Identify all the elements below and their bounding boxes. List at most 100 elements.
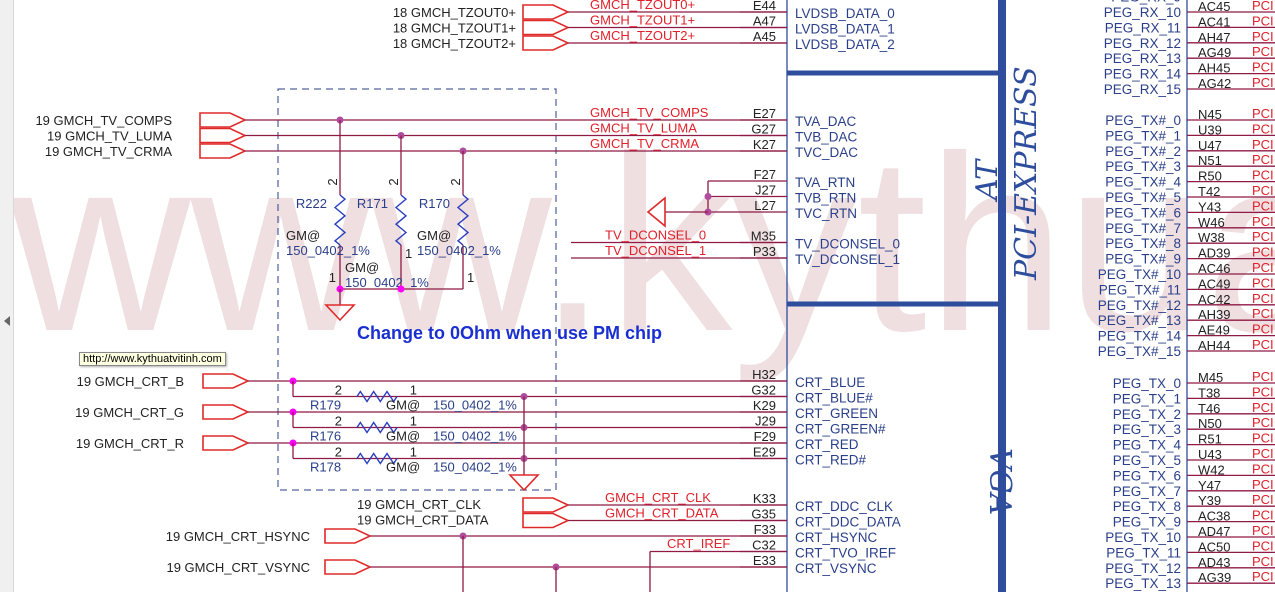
- offpage-label: 19 GMCH_TV_CRMA: [45, 144, 172, 159]
- net-label: PCI: [1252, 415, 1274, 430]
- peg-signal-name: PEG_TX#_9: [1105, 252, 1181, 267]
- peg-signal-name: PEG_TX#_13: [1098, 313, 1181, 328]
- resistor-variant: GM@: [417, 228, 451, 243]
- net-label: PCI: [1252, 523, 1274, 538]
- dashed-region: [277, 88, 557, 491]
- peg-signal-name: PEG_TX_4: [1113, 438, 1182, 453]
- net-label: PCI: [1252, 229, 1274, 244]
- net-label: PCI: [1252, 306, 1274, 321]
- peg-signal-name: PEG_TX#_14: [1098, 329, 1182, 344]
- peg-signal-name: PEG_TX#_11: [1099, 282, 1181, 297]
- pin-number: F33: [754, 522, 776, 537]
- pin-number: R51: [1198, 432, 1222, 447]
- net-label: PCI: [1252, 245, 1274, 260]
- offpage-connector[interactable]: [199, 143, 247, 159]
- net-label: PCI: [1252, 183, 1274, 198]
- offpage-connector[interactable]: [522, 19, 570, 36]
- net-label: PCI: [1252, 214, 1274, 229]
- pin-number: L27: [754, 198, 776, 213]
- resistor-value: 150_0402_1%: [433, 460, 517, 475]
- offpage-connector[interactable]: [202, 435, 250, 451]
- pin-number: A45: [753, 29, 776, 44]
- offpage-connector[interactable]: [199, 127, 247, 144]
- offpage-label: 19 GMCH_CRT_CLK: [357, 497, 481, 512]
- peg-signal-name: PEG_RX_11: [1105, 20, 1181, 35]
- offpage-connector[interactable]: [522, 512, 570, 529]
- offpage-label: 19 GMCH_CRT_DATA: [357, 513, 489, 528]
- pin-number: AG42: [1198, 76, 1231, 91]
- peg-signal-name: PEG_TX_11: [1106, 545, 1181, 560]
- pin-number: E44: [753, 0, 776, 13]
- pin-name: TVA_DAC: [795, 114, 857, 129]
- resistor-variant: GM@: [345, 260, 379, 275]
- ground-icon: [324, 304, 356, 322]
- resistor-ref: R179: [310, 398, 341, 413]
- resistor-ref: R222: [296, 196, 327, 211]
- resistor-icon: [456, 194, 470, 246]
- peg-signal-name: PEG_TX_13: [1105, 576, 1181, 591]
- peg-signal-name: PEG_TX#_4: [1105, 175, 1181, 190]
- offpage-connector[interactable]: [202, 404, 250, 420]
- resistor-value: 150_0402_1%: [433, 429, 517, 444]
- pin-number: K27: [753, 137, 776, 152]
- resistor-icon: [356, 390, 398, 403]
- net-label: PCI: [1252, 384, 1274, 399]
- section-label-vga: VGA: [982, 448, 1017, 515]
- offpage-label: 19 GMCH_CRT_G: [75, 405, 184, 420]
- net-label: PCI: [1252, 44, 1274, 59]
- peg-signal-name: PEG_TX_8: [1113, 499, 1181, 514]
- collapse-arrow-icon[interactable]: [4, 316, 10, 326]
- pin-name: LVDSB_DATA_1: [795, 22, 895, 37]
- offpage-connector[interactable]: [522, 497, 570, 513]
- pin-number: P33: [753, 244, 776, 259]
- pin-name: TVB_DAC: [795, 130, 858, 145]
- pin-number: 1: [410, 445, 417, 460]
- peg-signal-name: PEG_TX#_0: [1105, 113, 1181, 128]
- pin-number: C32: [752, 538, 776, 553]
- pin-number: AC49: [1198, 276, 1231, 291]
- pin-number: AE49: [1198, 323, 1230, 338]
- pin-number: E29: [753, 445, 776, 460]
- peg-signal-name: PEG_TX#_3: [1105, 159, 1181, 174]
- peg-signal-name: PEG_TX#_12: [1098, 298, 1181, 313]
- peg-signal-name: PEG_TX#_7: [1105, 221, 1181, 236]
- design-note: Change to 0Ohm when use PM chip: [357, 323, 662, 343]
- net-label: PCI: [1252, 152, 1274, 167]
- resistor-value: 150_0402_1%: [345, 275, 429, 290]
- net-label: PCI: [1252, 538, 1274, 553]
- peg-signal-name: PEG_RX_12: [1104, 36, 1181, 51]
- net-label: PCI: [1252, 13, 1274, 28]
- peg-signal-name: PEG_TX_5: [1113, 453, 1181, 468]
- ground-icon: [646, 196, 666, 228]
- pin-number: AH44: [1198, 338, 1231, 353]
- pin-number: AH47: [1198, 30, 1231, 45]
- offpage-connector[interactable]: [202, 373, 250, 389]
- offpage-connector[interactable]: [522, 35, 570, 51]
- net-label: PCI: [1252, 369, 1274, 384]
- pin-number: M35: [751, 229, 776, 244]
- resistor-variant: GM@: [386, 398, 420, 413]
- offpage-connector[interactable]: [324, 559, 372, 575]
- net-label: PCI: [1252, 322, 1274, 337]
- peg-signal-name: PEG_TX_7: [1113, 484, 1181, 499]
- net-label: CRT_IREF: [667, 536, 730, 551]
- offpage-label: 19 GMCH_TV_COMPS: [35, 113, 172, 128]
- section-label-pci-express: PCI-EXPRESS: [1009, 66, 1044, 281]
- pin-number: Y47: [1198, 478, 1221, 493]
- peg-signal-name: PEG_TX#_2: [1105, 144, 1181, 159]
- pin-number: K33: [753, 491, 776, 506]
- pin-number: J27: [755, 183, 776, 198]
- offpage-connector[interactable]: [199, 112, 247, 128]
- net-label: PCI: [1252, 508, 1274, 523]
- offpage-connector[interactable]: [324, 528, 372, 544]
- net-label: GMCH_CRT_CLK: [605, 490, 711, 505]
- pin-number: N45: [1198, 107, 1222, 122]
- pin-number: AC41: [1198, 14, 1231, 29]
- net-label: PCI: [1252, 260, 1274, 275]
- offpage-connector[interactable]: [522, 4, 570, 20]
- pin-number: G32: [751, 383, 776, 398]
- offpage-label: 19 GMCH_CRT_VSYNC: [166, 560, 310, 575]
- pin-number: AD43: [1198, 555, 1231, 570]
- peg-signal-name: PEG_RX_13: [1104, 51, 1181, 66]
